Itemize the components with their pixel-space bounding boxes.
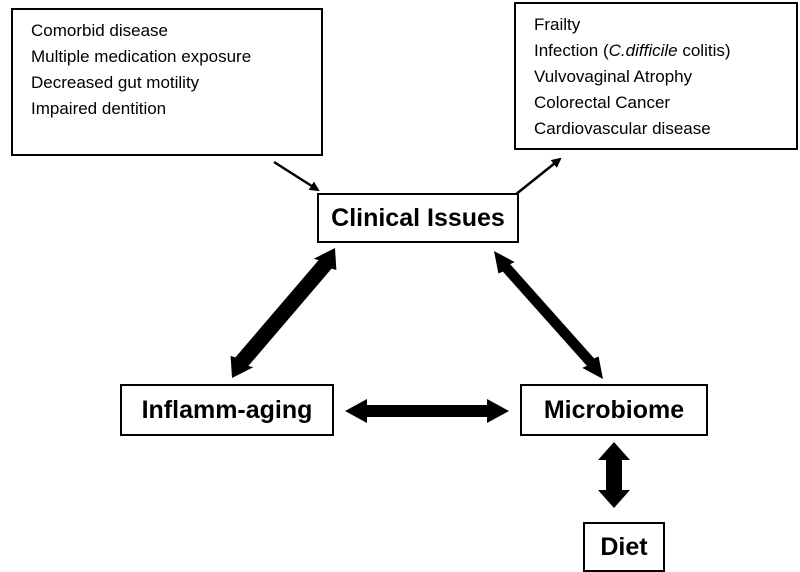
list-item: Comorbid disease [31,21,169,40]
list-item: Infection (C.difficile colitis) [534,41,731,60]
arrow-clinical-microbiome [494,251,603,379]
arrow-clinical-to-outcomes [514,157,562,196]
outcomes-box: Frailty Infection (C.difficile colitis) … [514,2,798,150]
inflamm-aging-label: Inflamm-aging [141,395,313,424]
pathogen-name: C.difficile [608,41,678,60]
clinical-issues-label: Clinical Issues [331,203,505,232]
arrow-risk-to-clinical [273,160,320,192]
arrow-microbiome-diet [598,442,630,508]
diet-label: Diet [600,532,648,561]
microbiome-label: Microbiome [543,395,685,424]
risk-factors-box: Comorbid disease Multiple medication exp… [11,8,323,156]
diet-node: Diet [583,522,665,572]
clinical-issues-node: Clinical Issues [317,193,519,243]
arrow-clinical-inflamm [230,248,337,378]
list-item: Impaired dentition [31,99,167,118]
risk-factors-list: Comorbid disease Multiple medication exp… [31,18,321,122]
arrow-inflamm-microbiome [345,399,509,423]
list-item: Cardiovascular disease [534,119,711,138]
list-item: Frailty [534,15,581,34]
inflamm-aging-node: Inflamm-aging [120,384,334,436]
outcomes-list: Frailty Infection (C.difficile colitis) … [534,12,796,142]
list-item: Colorectal Cancer [534,93,671,112]
list-item: Vulvovaginal Atrophy [534,67,693,86]
list-item: Decreased gut motility [31,73,200,92]
list-item: Multiple medication exposure [31,47,252,66]
microbiome-node: Microbiome [520,384,708,436]
